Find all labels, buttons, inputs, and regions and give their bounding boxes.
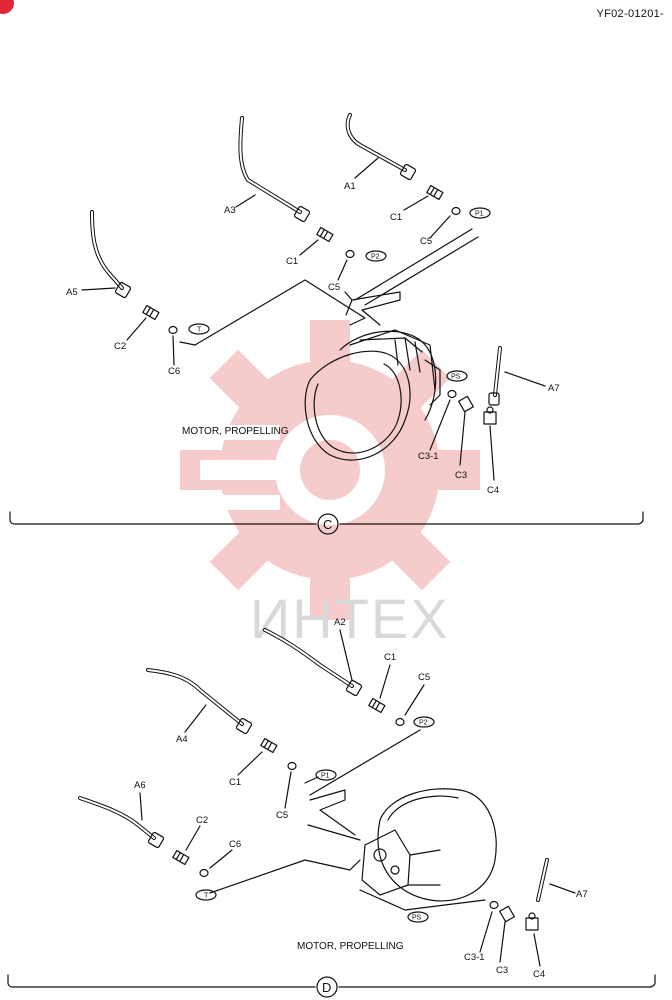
label-c1-upper-d: C1 xyxy=(384,652,396,663)
label-c1-lower: C1 xyxy=(286,256,298,267)
label-a6: A6 xyxy=(134,780,146,791)
label-a7: A7 xyxy=(548,383,560,394)
label-c5-upper: C5 xyxy=(420,236,432,247)
label-c3: C3 xyxy=(455,470,467,481)
label-c4: C4 xyxy=(487,485,499,496)
label-c5-upper-d: C5 xyxy=(418,672,430,683)
port-p2-d: P2 xyxy=(419,720,428,727)
label-c1-upper: C1 xyxy=(390,212,402,223)
port-p1-c: P1 xyxy=(475,211,484,218)
label-a3: A3 xyxy=(224,205,236,216)
section-marker-c: C xyxy=(323,517,332,532)
label-c3-d: C3 xyxy=(496,965,508,976)
document-code: YF02-01201- xyxy=(596,8,664,20)
port-p2-c: P2 xyxy=(371,254,380,261)
label-a4: A4 xyxy=(176,734,188,745)
label-c3-1-d: C3-1 xyxy=(464,952,485,963)
label-a1: A1 xyxy=(344,181,356,192)
label-c4-d: C4 xyxy=(533,969,545,980)
label-c1-lower-d: C1 xyxy=(229,777,241,788)
label-c2: C2 xyxy=(114,341,126,352)
label-c5-lower-d: C5 xyxy=(276,810,288,821)
label-c6-d: C6 xyxy=(229,839,241,850)
label-c2-d: C2 xyxy=(196,815,208,826)
motor-d xyxy=(361,788,497,902)
corner-badge xyxy=(0,0,14,14)
port-ps-c: PS xyxy=(451,374,461,381)
port-t-d: T xyxy=(204,893,209,900)
label-c6: C6 xyxy=(168,366,180,377)
motor-c xyxy=(304,329,441,461)
section-marker-d: D xyxy=(322,980,331,995)
port-ps-d: PS xyxy=(412,915,422,922)
caption-c: MOTOR, PROPELLING xyxy=(182,426,289,437)
label-a7-d: A7 xyxy=(576,889,588,900)
label-a2: A2 xyxy=(334,617,346,628)
port-t-c: T xyxy=(197,327,202,334)
port-p1-d: P1 xyxy=(321,773,330,780)
label-a5: A5 xyxy=(66,287,78,298)
label-c3-1: C3-1 xyxy=(418,451,439,462)
caption-d: MOTOR, PROPELLING xyxy=(297,941,404,952)
label-c5-lower: C5 xyxy=(328,282,340,293)
